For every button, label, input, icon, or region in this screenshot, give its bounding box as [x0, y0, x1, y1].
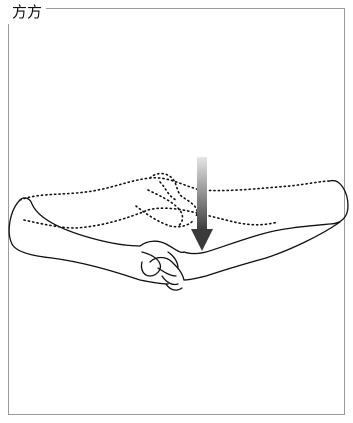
- down-arrow-icon: [191, 157, 213, 251]
- raised-arms-outline: [20, 174, 330, 229]
- lowered-arms-outline: [9, 181, 348, 290]
